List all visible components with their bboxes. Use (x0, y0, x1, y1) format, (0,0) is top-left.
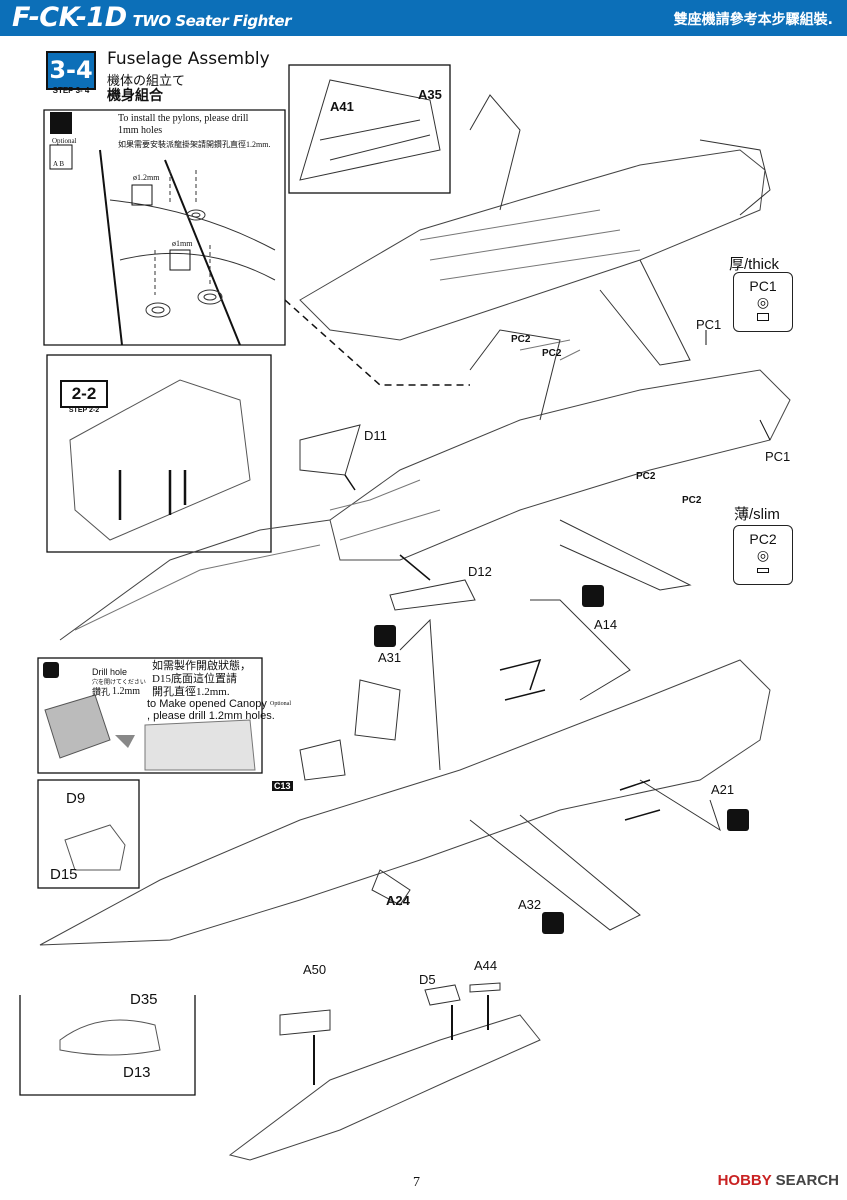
page-title: F-CK-1D TWO Seater Fighter (12, 2, 291, 33)
part-d5: D5 (419, 972, 436, 987)
glue-icon (582, 585, 604, 607)
watermark-rest: SEARCH (775, 1172, 839, 1189)
part-a44: A44 (474, 958, 498, 973)
part-c13: C13 (272, 781, 293, 791)
step-2-2-sub: STEP 2-2 (68, 407, 100, 414)
part-d5-shape (424, 984, 461, 1006)
inset-step-2-2 (46, 354, 272, 553)
inset-canopy-note (37, 657, 263, 774)
part-a31: A31 (378, 650, 402, 665)
step-2-2-badge: 2-2 (60, 380, 108, 408)
part-d13: D13 (123, 1064, 151, 1081)
part-d11-shape (299, 424, 361, 476)
part-a35: A35 (418, 87, 442, 102)
slim-washer-icon (757, 568, 769, 573)
part-pc2-c: PC2 (636, 471, 656, 482)
step-title-jp: 機体の組立て (107, 73, 186, 88)
part-d35: D35 (130, 991, 158, 1008)
step-title-en: Fuselage Assembly (107, 49, 270, 69)
canopy-zh-3: 開孔直徑1.2mm. (152, 686, 230, 698)
watermark-brand: HOBBY (717, 1172, 772, 1189)
part-d11: D11 (364, 428, 387, 443)
part-a24-shape (371, 869, 411, 906)
part-a50-shape (279, 1009, 331, 1036)
drill-hole-zh: 鑽孔 (92, 687, 111, 697)
pc2-slim-name: PC2 (749, 531, 777, 547)
part-d12-shape (389, 579, 476, 611)
glue-icon (374, 625, 396, 647)
pylon-note-line2: 1mm holes (118, 125, 163, 136)
ring-icon: ◎ (756, 294, 770, 310)
part-a21: A21 (711, 782, 735, 797)
step-sub-label: STEP 3- 4 (52, 86, 90, 95)
page-number: 7 (413, 1175, 420, 1190)
part-a41: A41 (330, 99, 354, 114)
step-number: 3-4 (46, 51, 96, 90)
part-pc2-a: PC2 (511, 334, 531, 345)
canopy-en-1: to Make opened Canopy (147, 698, 267, 710)
pc1-thick-box: PC1 ◎ (733, 272, 793, 332)
pc2-slim-box: PC2 ◎ (733, 525, 793, 585)
dim-1-2mm: ø1.2mm (133, 173, 160, 182)
canopy-shape (354, 679, 401, 741)
canopy-zh-1: 如需製作開啟狀態， (152, 660, 251, 672)
ring-icon: ◎ (756, 547, 770, 563)
inset-d9-d15 (37, 779, 140, 889)
dim-1mm: ø1mm (172, 239, 193, 248)
pc1-thick-name: PC1 (749, 278, 777, 294)
part-d12: D12 (468, 564, 492, 579)
inset-d35-d13-frame (19, 995, 196, 1096)
drill-size: 1.2mm (112, 686, 141, 697)
part-d9: D9 (66, 790, 86, 807)
canopy-zh-2: D15底面這位置請 (152, 673, 237, 685)
part-a14: A14 (594, 617, 618, 632)
drill-hole-en: Drill hole (92, 667, 128, 677)
part-pc1-top: PC1 (696, 317, 722, 332)
thick-label: 厚/thick (729, 256, 780, 273)
part-d15: D15 (50, 866, 78, 883)
part-a24: A24 (386, 893, 410, 908)
optional-ab-label: A B (53, 160, 65, 168)
slim-label: 薄/slim (734, 506, 780, 523)
watermark: HOBBY SEARCH (718, 1172, 839, 1189)
part-a32: A32 (518, 897, 542, 912)
pylon-note-zh: 如果需要安裝派龍掛架請開鑽孔直徑1.2mm. (118, 140, 271, 149)
warning-icon (43, 662, 59, 678)
glue-icon (727, 809, 749, 831)
canopy-en-2: , please drill 1.2mm holes. (147, 710, 275, 722)
canopy-optional: Optional (270, 701, 291, 707)
step-title-zh: 機身組合 (107, 87, 163, 103)
inset-a41-a35 (288, 64, 451, 194)
optional-label: Optional (52, 137, 77, 145)
drill-hole-jp: 穴を開けてください (92, 680, 146, 686)
thick-washer-icon (757, 313, 769, 321)
header-bar: F-CK-1D TWO Seater Fighter 雙座機請參考本步驟組裝. (0, 0, 847, 36)
part-pc2-d: PC2 (682, 495, 702, 506)
drill-icon (50, 112, 72, 134)
part-a44-shape (469, 982, 501, 993)
glue-icon (542, 912, 564, 934)
pylon-note-line1: To install the pylons, please drill (118, 113, 249, 124)
pylon-panel-frame (43, 109, 286, 346)
part-pc2-b: PC2 (542, 348, 562, 359)
header-note: 雙座機請參考本步驟組裝. (673, 12, 833, 28)
title-sub: TWO Seater Fighter (132, 12, 292, 30)
part-a50: A50 (303, 962, 327, 977)
title-main: F-CK-1D (12, 2, 127, 33)
part-pc1-right: PC1 (765, 449, 791, 464)
optional-icon (49, 144, 73, 170)
